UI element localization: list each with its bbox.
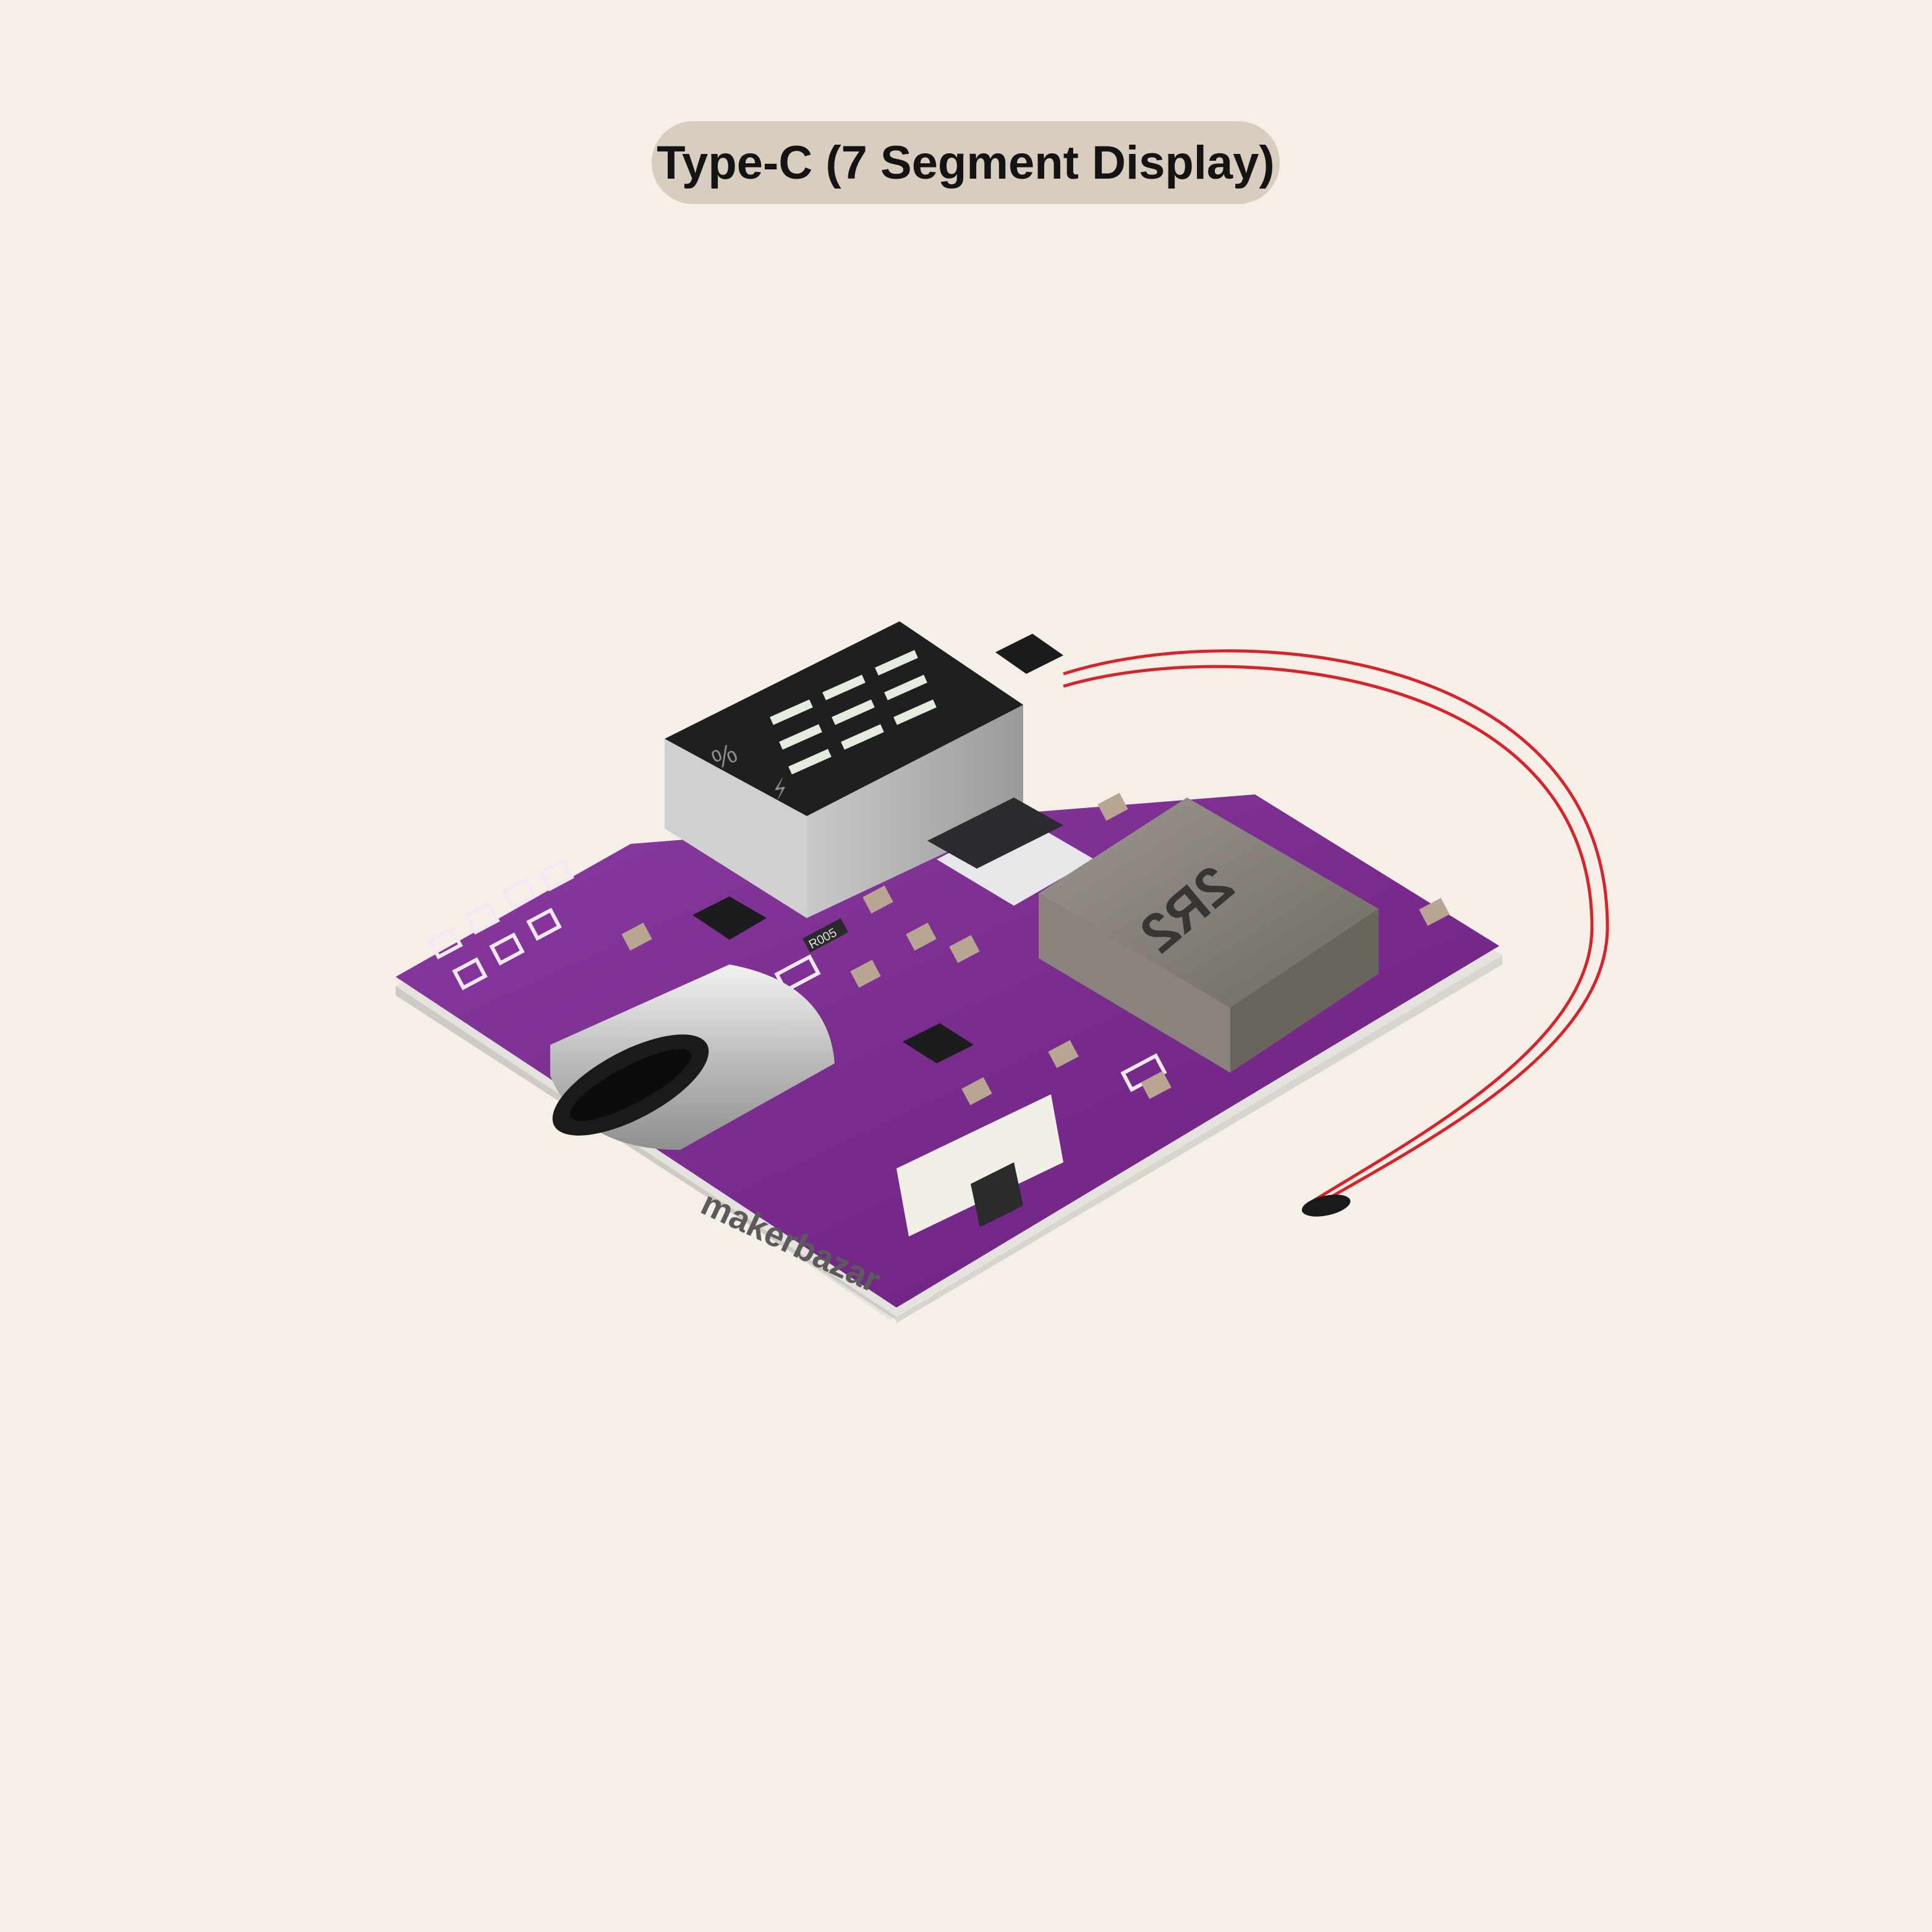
- title-pill: Type-C (7 Segment Display): [652, 121, 1280, 204]
- small-components: R005: [621, 634, 1450, 1105]
- power-inductor: 2R2: [1039, 798, 1379, 1073]
- page-title: Type-C (7 Segment Display): [657, 136, 1275, 189]
- ic-chip: [927, 798, 1094, 906]
- thermistor-bead: [1301, 1194, 1351, 1217]
- slide-switch: [896, 1094, 1063, 1236]
- usb-type-c-port: [550, 964, 835, 1150]
- thermistor-wire: [1063, 649, 1609, 1211]
